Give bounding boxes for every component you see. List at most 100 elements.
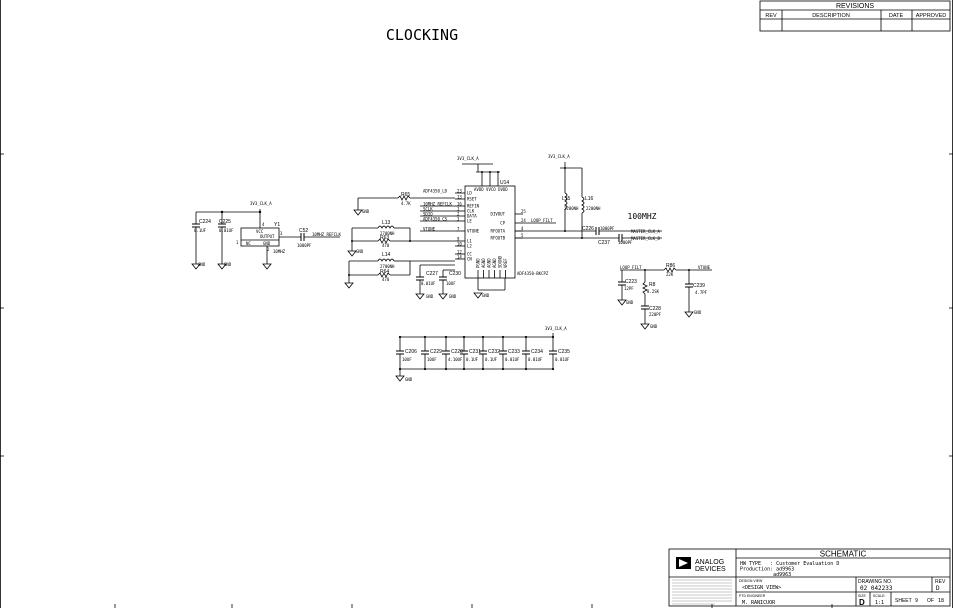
l15-ref: L15 xyxy=(562,196,571,202)
pll-power-net: 3V3_CLK_A xyxy=(457,156,479,161)
u14-pin-num: 3 xyxy=(457,217,460,222)
y1-output: OUTPUT xyxy=(260,234,275,239)
c223-ref: C223 xyxy=(625,279,637,285)
y1-pin4: 4 xyxy=(262,222,265,227)
u14-pin-name: REFIN xyxy=(467,204,480,209)
c224-val: 0.1UF xyxy=(194,228,207,233)
tb-scale: 1:1 xyxy=(875,600,884,606)
u14-pin-num: 12 xyxy=(457,250,462,255)
decap-val: 10UF xyxy=(402,357,412,362)
decap-val: 0.1UF xyxy=(466,357,479,362)
gnd-label-2: GND xyxy=(224,262,232,267)
u14-pin-name: CC xyxy=(467,252,472,257)
c226-ref: C226 xyxy=(582,226,594,232)
decap-ref: C235 xyxy=(558,349,570,355)
logo-text-2: DEVICES xyxy=(695,566,726,573)
u14-pin-name: CP xyxy=(500,221,505,226)
r8-ref: R8 xyxy=(649,282,656,288)
u14-pin-name: L2 xyxy=(467,244,472,249)
u14-pin-net: 10MHZ_REFCLK xyxy=(423,202,452,207)
u14-pin-num: 23 xyxy=(457,189,462,194)
u14-pin-name: VTUNE xyxy=(467,229,480,234)
pll-u14: 3V3_CLK_A U14 AVDD VVCO DVDD ADF4350-BKC… xyxy=(344,156,556,300)
decap-val: 0.1UF xyxy=(485,357,498,362)
tb-total: 18 xyxy=(938,598,944,604)
c230-ref: C230 xyxy=(449,271,461,277)
u14-top-pins: AVDD VVCO DVDD xyxy=(474,187,508,192)
tb-of-label: OF xyxy=(927,598,934,604)
page-title: CLOCKING xyxy=(386,26,458,44)
tb-heading: SCHEMATIC xyxy=(820,550,867,559)
u14-pin-net: SDIO xyxy=(423,212,433,217)
u14-pin-num: 5 xyxy=(521,233,524,238)
c224-ref: C224 xyxy=(199,219,211,225)
net-master-clk-b: MASTER_CLK_B xyxy=(631,236,660,241)
u14-pin-num: 24 xyxy=(521,218,526,223)
rf-output-section: 3V3_CLK_A L15 2200NH L16 2200NH C226 100… xyxy=(515,154,662,246)
decap-val: 4.10UF xyxy=(448,357,463,362)
u14-pin-name: RSET xyxy=(467,197,477,202)
decap-ref: C220 xyxy=(451,349,463,355)
loop-filter-section: LOOP_FILT R86 22K VTUNE C223 12PF GND R8… xyxy=(617,263,712,330)
c228-val: 220PF xyxy=(649,312,662,317)
decap-ref: C233 xyxy=(508,349,520,355)
logo-text-1: ANALOG xyxy=(695,559,724,566)
tb-drawing-no-label: DRAWING NO. xyxy=(858,579,892,585)
ind-power-net: 3V3_CLK_A xyxy=(548,154,570,159)
decap-val: 10UF xyxy=(427,357,437,362)
c225-val: 0.01UF xyxy=(219,228,234,233)
u14-pin-net: ADF4350_LD xyxy=(423,189,448,194)
c227-ref: C227 xyxy=(426,271,438,277)
u14-bottom-pin: AGND xyxy=(487,258,492,268)
u14-pin-num: 25 xyxy=(521,209,526,214)
decoupling-section: 3V3_CLK_A GND C20610UFC22910UFC2204.10UF… xyxy=(395,326,570,382)
tb-size-label: SIZE xyxy=(858,594,866,598)
l15-val: 2200NH xyxy=(564,206,579,211)
c226-val: 1000PF xyxy=(600,226,615,231)
c228-ref: C228 xyxy=(649,306,661,312)
revisions-header: REVISIONS xyxy=(836,3,874,10)
tb-drawing-no: 02 042233 xyxy=(860,585,893,592)
approved-col: APPROVED xyxy=(916,13,947,19)
u14-bottom-pin: VREF xyxy=(503,258,508,268)
y1-gnd: GND xyxy=(263,241,271,246)
u14-cp-net: LOOP_FILT xyxy=(531,218,553,223)
vtune-net: VTUNE xyxy=(698,265,711,270)
tb-rev: D xyxy=(936,585,940,592)
l16-ref: L16 xyxy=(585,196,594,202)
c237-val: 1000PF xyxy=(618,240,633,245)
u14-pin-num: 16 xyxy=(457,202,462,207)
l13-gnd: GND xyxy=(356,249,364,254)
l16-val: 2200NH xyxy=(586,206,601,211)
tb-line2: Production: ad9963 xyxy=(740,567,794,573)
u14-gnd: GND xyxy=(482,293,490,298)
r64-ref: R64 xyxy=(380,269,389,275)
c52-val: 1000PF xyxy=(297,243,312,248)
u14-pin-num: 9 xyxy=(457,237,460,242)
tb-scale-label: SCALE: xyxy=(873,594,885,598)
decap-gnd: GND xyxy=(405,377,413,382)
description-col: DESCRIPTION xyxy=(812,13,850,19)
u14-pin-num: 1 xyxy=(457,207,460,212)
u14-part: ADF4350-BKCPZ xyxy=(517,271,549,276)
u14-pin-num: 13 xyxy=(457,195,462,200)
tb-line1: HW TYPE : Customer Evaluation D xyxy=(740,561,839,567)
r65-val: 4.7K xyxy=(401,201,411,206)
r86-ref: R86 xyxy=(666,263,675,269)
tb-engineer-label: PTD ENGINEER xyxy=(739,594,766,598)
r64-val: 470 xyxy=(382,277,390,282)
c223-val: 12PF xyxy=(624,286,634,291)
u14-pin-name: L1 xyxy=(467,239,472,244)
c223-gnd: GND xyxy=(626,300,634,305)
y1-vcc: VCC xyxy=(256,229,264,234)
u14-pin-net: VTUNE xyxy=(423,227,436,232)
decap-val: 0.01UF xyxy=(555,357,570,362)
note-100mhz: 100MHZ xyxy=(628,212,657,221)
c239-gnd: GND xyxy=(694,310,702,315)
tb-design-view-label: DESIGN VIEW xyxy=(739,579,763,583)
y1-pin2: 2 xyxy=(267,247,270,252)
